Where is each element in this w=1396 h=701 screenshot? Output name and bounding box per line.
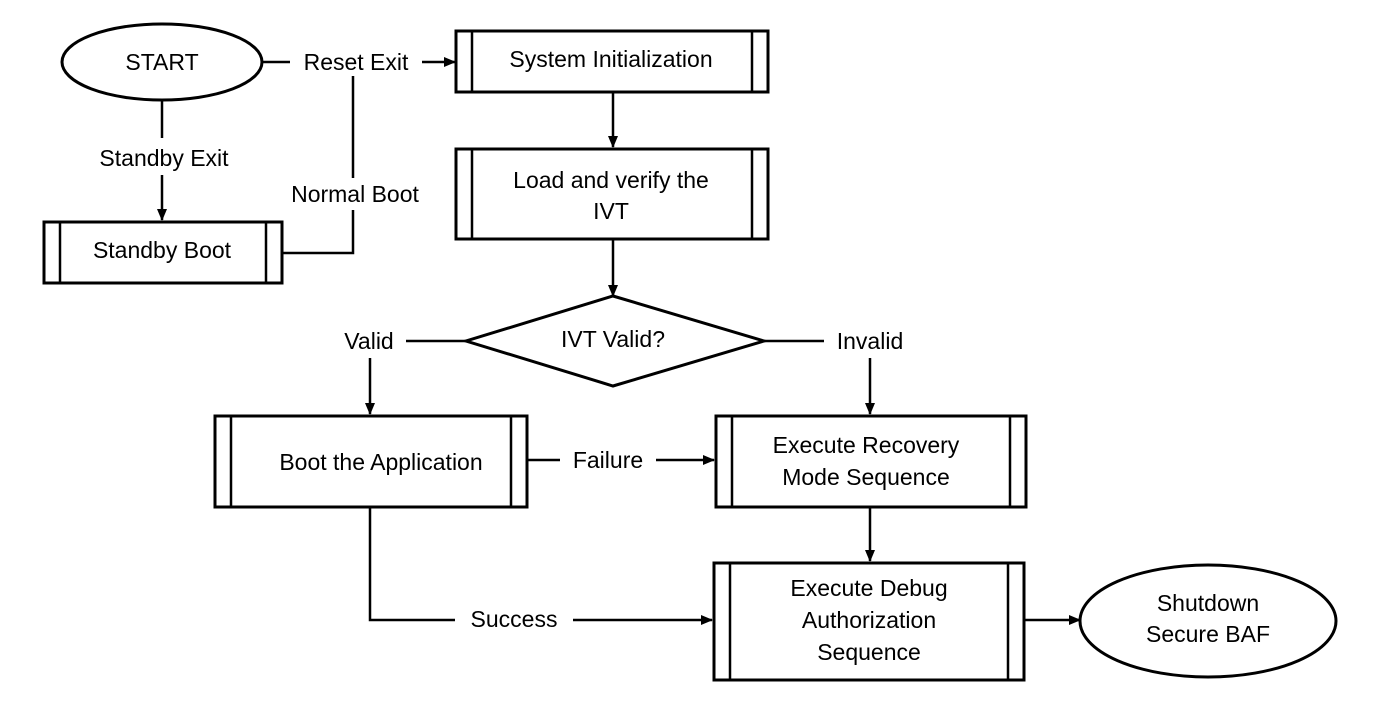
- shutdown-label-line2: Secure BAF: [1146, 621, 1270, 647]
- ivt-valid-label: IVT Valid?: [561, 326, 665, 352]
- load-ivt-node: Load and verify the IVT: [454, 147, 770, 241]
- boot-app-label: Boot the Application: [279, 449, 482, 475]
- standby-boot-label: Standby Boot: [93, 237, 232, 263]
- recovery-node: Execute Recovery Mode Sequence: [714, 414, 1028, 509]
- start-label: START: [125, 49, 198, 75]
- edge-label-invalid: Invalid: [837, 328, 903, 354]
- edge-label-standby-exit: Standby Exit: [99, 145, 229, 171]
- edge-label-failure: Failure: [573, 447, 643, 473]
- connectors: [157, 57, 1081, 625]
- start-node: START: [60, 22, 264, 102]
- standby-boot-node: Standby Boot: [42, 220, 284, 285]
- system-init-node: System Initialization: [454, 29, 770, 94]
- load-ivt-label-line1: Load and verify the: [513, 167, 709, 193]
- edge-label-normal-boot: Normal Boot: [291, 181, 419, 207]
- boot-app-node: Boot the Application: [213, 414, 529, 509]
- edge-label-success: Success: [471, 606, 558, 632]
- shutdown-node: Shutdown Secure BAF: [1078, 563, 1338, 679]
- recovery-label-line1: Execute Recovery: [773, 432, 960, 458]
- debug-auth-node: Execute Debug Authorization Sequence: [712, 561, 1026, 682]
- debug-auth-label-line3: Sequence: [817, 639, 921, 665]
- recovery-label-line2: Mode Sequence: [782, 464, 950, 490]
- debug-auth-label-line1: Execute Debug: [790, 575, 947, 601]
- edge-labels: Reset Exit Standby Exit Normal Boot Vali…: [99, 49, 903, 632]
- shutdown-label-line1: Shutdown: [1157, 590, 1259, 616]
- ivt-valid-decision: IVT Valid?: [460, 294, 770, 388]
- system-init-label: System Initialization: [509, 46, 712, 72]
- edge-label-valid: Valid: [344, 328, 393, 354]
- load-ivt-label-line2: IVT: [593, 198, 629, 224]
- debug-auth-label-line2: Authorization: [802, 607, 936, 633]
- edge-boot-success-left: [368, 507, 455, 622]
- edge-standby-normal-lower: [282, 210, 355, 255]
- edge-label-reset-exit: Reset Exit: [304, 49, 409, 75]
